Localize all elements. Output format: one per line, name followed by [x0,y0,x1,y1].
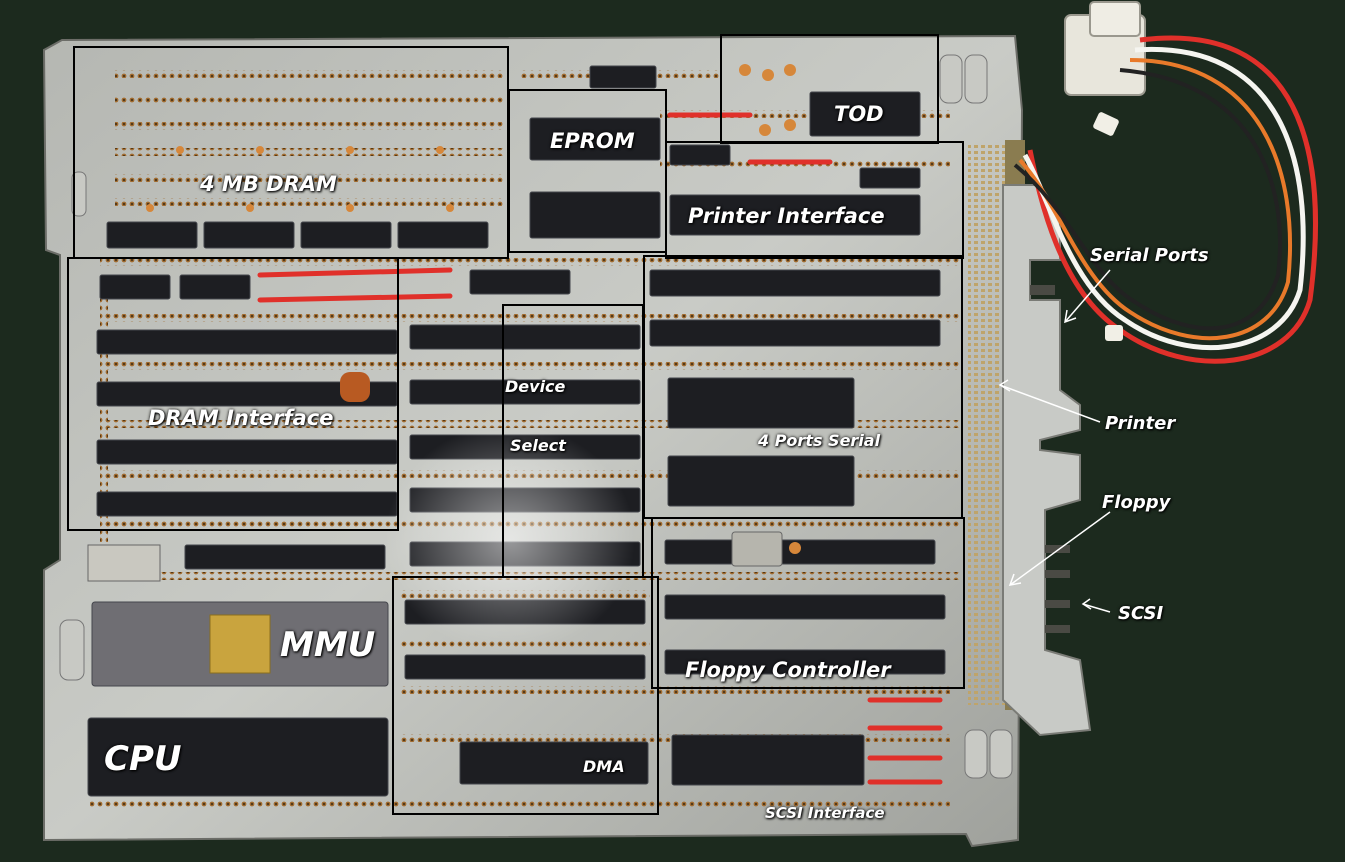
dram-interface-label: DRAM Interface [148,406,334,430]
serial-ports-label: Serial Ports [1090,245,1209,266]
annotation-boxes [67,34,965,815]
dram-label: 4 MB DRAM [200,172,337,196]
ports-serial-label: 4 Ports Serial [758,431,881,450]
dma-label: DMA [583,757,625,776]
mmu-label: MMU [280,625,376,665]
printer-label: Printer [1105,413,1176,434]
power-cable [1013,1,1318,364]
select-label: Select [510,436,566,455]
electrolytic-caps [59,54,1013,779]
scsi-interface-label: SCSI Interface [765,804,885,822]
tod-label: TOD [834,102,884,126]
scsi-label: SCSI [1118,603,1164,624]
annotation-arrows [998,269,1111,613]
eprom-label: EPROM [550,129,635,153]
ribbon-connectors [1002,184,1092,737]
floppy-controller-label: Floppy Controller [685,658,891,682]
red-jumper-wires [257,112,943,785]
cpu-label: CPU [104,739,182,779]
device-label: Device [505,377,566,396]
printer-interface-label: Printer Interface [688,204,885,228]
floppy-label: Floppy [1102,492,1171,513]
